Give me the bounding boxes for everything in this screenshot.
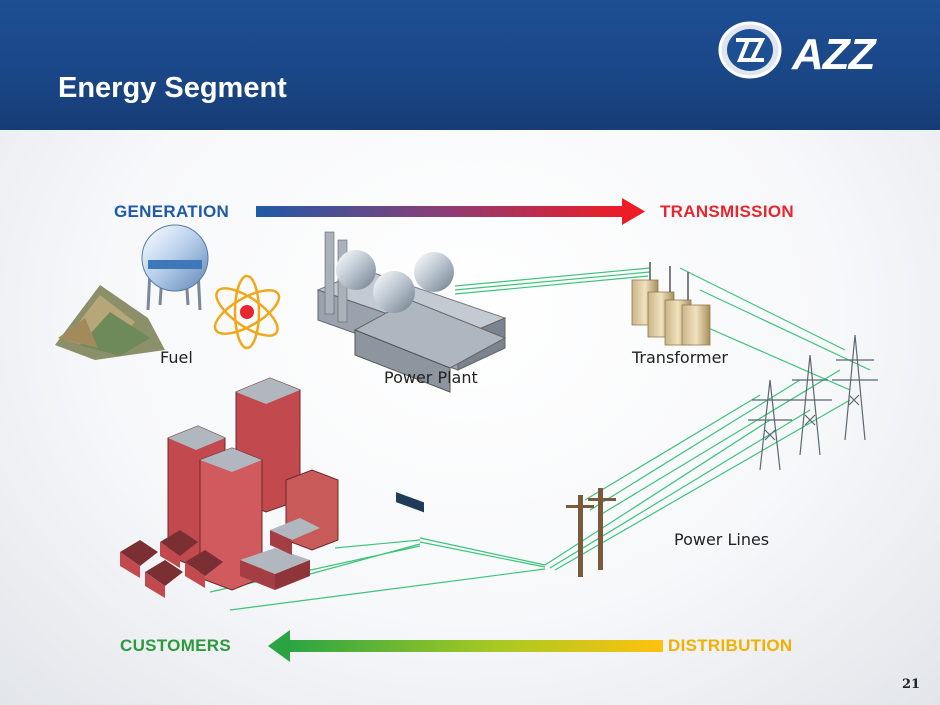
generation-to-transmission-arrow [256, 198, 645, 225]
transmission-towers-icon [748, 334, 878, 471]
distribution-poles-icon [566, 488, 616, 577]
transformer-icon [631, 262, 711, 346]
azz-logo [718, 21, 782, 79]
power-plant-label: Power Plant [384, 368, 478, 387]
power-plant-icon [316, 231, 507, 513]
fuel-label: Fuel [160, 348, 193, 367]
distribution-label: DISTRIBUTION [668, 636, 793, 655]
transformer-label: Transformer [632, 348, 729, 367]
customers-buildings-icon [120, 377, 339, 598]
generation-label: GENERATION [114, 202, 230, 221]
energy-flow-diagram [55, 198, 878, 662]
distribution-to-customers-arrow [268, 630, 663, 662]
page-number: 21 [902, 677, 921, 692]
page-title: Energy Segment [58, 72, 287, 104]
logo-wordmark: AZZ [792, 30, 876, 79]
power-lines-label: Power Lines [674, 530, 770, 549]
fuel-icon [55, 224, 281, 360]
transmission-label: TRANSMISSION [660, 202, 794, 221]
customers-label: CUSTOMERS [120, 636, 232, 655]
header-bar [0, 0, 940, 130]
power-wires [209, 267, 871, 611]
